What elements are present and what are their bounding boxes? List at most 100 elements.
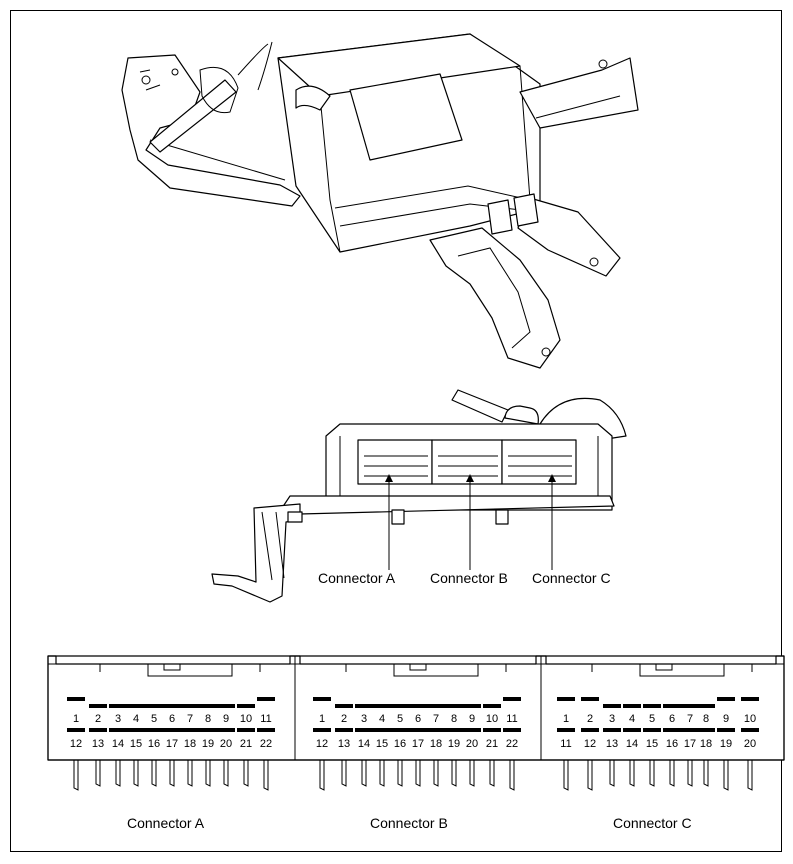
pin-number: 11 bbox=[506, 713, 517, 725]
pin-number: 16 bbox=[394, 738, 406, 750]
pin-number: 18 bbox=[184, 738, 196, 750]
pin-number: 12 bbox=[316, 738, 328, 750]
pin-terminal bbox=[319, 760, 325, 791]
pin-number: 15 bbox=[376, 738, 388, 750]
pin-terminal bbox=[133, 760, 139, 787]
pin-number: 2 bbox=[95, 713, 101, 725]
pin-bar bbox=[313, 697, 331, 701]
lower-label-connector-b: Connector B bbox=[370, 815, 448, 831]
pin-number: 18 bbox=[700, 738, 712, 750]
pin-terminal bbox=[433, 760, 439, 787]
pin-bar bbox=[199, 728, 217, 732]
pin-number: 9 bbox=[469, 713, 475, 725]
pin-number: 3 bbox=[115, 713, 121, 725]
upper-label-connector-c: Connector C bbox=[532, 570, 611, 586]
pin-number: 8 bbox=[451, 713, 457, 725]
pin-terminal bbox=[379, 760, 385, 787]
pin-bar bbox=[257, 728, 275, 732]
pin-bar bbox=[603, 728, 621, 732]
pin-bar bbox=[355, 704, 373, 708]
pin-terminal bbox=[223, 760, 229, 787]
pin-terminal bbox=[73, 760, 79, 791]
pin-bar bbox=[67, 728, 85, 732]
pin-bar bbox=[391, 728, 409, 732]
pin-bar bbox=[503, 728, 521, 732]
pin-bar bbox=[257, 697, 275, 701]
pin-number: 7 bbox=[687, 713, 693, 725]
pin-number: 10 bbox=[486, 713, 498, 725]
pin-number: 17 bbox=[684, 738, 696, 750]
pin-bar bbox=[313, 728, 331, 732]
pin-terminal bbox=[703, 760, 709, 787]
pin-number: 22 bbox=[260, 738, 272, 750]
pin-bar bbox=[237, 704, 255, 708]
pin-bar bbox=[335, 728, 353, 732]
pin-bar bbox=[503, 697, 521, 701]
pin-bar bbox=[697, 704, 715, 708]
pin-bar bbox=[623, 728, 641, 732]
pin-bar bbox=[483, 728, 501, 732]
pin-bar bbox=[427, 704, 445, 708]
pin-number: 17 bbox=[166, 738, 178, 750]
pin-terminal bbox=[341, 760, 347, 787]
pin-bar bbox=[181, 728, 199, 732]
pin-bar bbox=[391, 704, 409, 708]
pin-terminal bbox=[187, 760, 193, 787]
pin-terminal bbox=[669, 760, 675, 787]
pin-bar bbox=[89, 728, 107, 732]
upper-label-connector-b: Connector B bbox=[430, 570, 508, 586]
pin-number: 1 bbox=[319, 713, 325, 725]
lower-label-connector-c: Connector C bbox=[613, 815, 692, 831]
pin-bar bbox=[697, 728, 715, 732]
pin-number: 16 bbox=[148, 738, 160, 750]
pin-number: 1 bbox=[563, 713, 569, 725]
pin-number: 20 bbox=[466, 738, 478, 750]
pin-number: 14 bbox=[358, 738, 370, 750]
pin-bar bbox=[643, 704, 661, 708]
pin-number: 19 bbox=[448, 738, 460, 750]
pin-number: 20 bbox=[744, 738, 756, 750]
pin-number: 5 bbox=[151, 713, 157, 725]
pin-number: 6 bbox=[169, 713, 175, 725]
pin-bar bbox=[237, 728, 255, 732]
pin-bar bbox=[335, 704, 353, 708]
pin-bar bbox=[199, 704, 217, 708]
pin-terminal bbox=[243, 760, 249, 787]
pin-terminal bbox=[263, 760, 269, 791]
pin-number: 13 bbox=[338, 738, 350, 750]
pin-bar bbox=[409, 704, 427, 708]
pin-bar bbox=[127, 704, 145, 708]
pin-terminal bbox=[489, 760, 495, 787]
pin-number: 21 bbox=[240, 738, 252, 750]
ecu-module-front bbox=[211, 389, 627, 603]
pin-terminal bbox=[115, 760, 121, 787]
pin-bar bbox=[163, 704, 181, 708]
pin-number: 14 bbox=[112, 738, 124, 750]
pin-terminal bbox=[469, 760, 475, 787]
pin-number: 12 bbox=[70, 738, 82, 750]
pin-bar bbox=[623, 704, 641, 708]
pin-bar bbox=[127, 728, 145, 732]
pin-number: 20 bbox=[220, 738, 232, 750]
pin-number: 2 bbox=[341, 713, 347, 725]
pin-number: 9 bbox=[223, 713, 229, 725]
pin-bar bbox=[217, 728, 235, 732]
pin-number: 17 bbox=[412, 738, 424, 750]
pin-terminal bbox=[397, 760, 403, 787]
ecu-module-isometric bbox=[121, 33, 639, 369]
pin-terminal bbox=[563, 760, 569, 791]
pin-terminal bbox=[747, 760, 753, 791]
pin-number: 7 bbox=[433, 713, 439, 725]
pin-number: 6 bbox=[669, 713, 675, 725]
pin-bar bbox=[109, 704, 127, 708]
pin-bar bbox=[463, 728, 481, 732]
pin-terminal bbox=[95, 760, 101, 787]
pin-bar bbox=[355, 728, 373, 732]
pin-bar bbox=[463, 704, 481, 708]
pin-terminal bbox=[509, 760, 515, 791]
pin-number: 10 bbox=[240, 713, 252, 725]
pin-bar bbox=[109, 728, 127, 732]
pin-bar bbox=[483, 704, 501, 708]
pin-bar bbox=[741, 728, 759, 732]
